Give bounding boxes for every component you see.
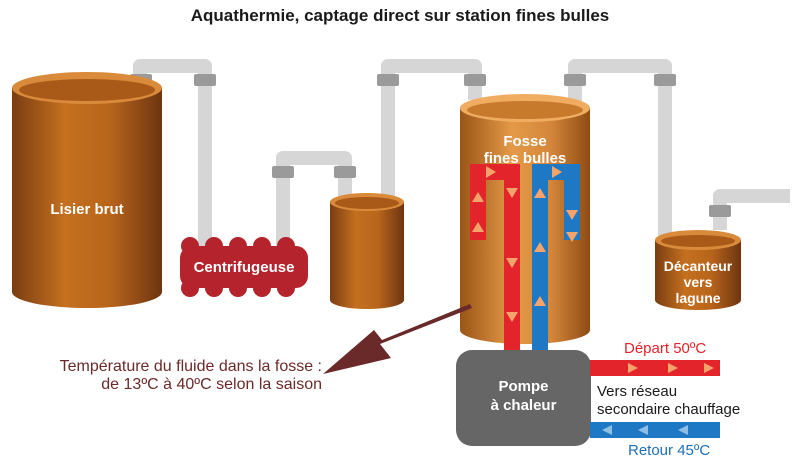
pipe-joint	[464, 74, 486, 86]
label-retour: Retour 45ºC	[628, 442, 711, 459]
label-centrifugeuse: Centrifugeuse	[193, 259, 295, 276]
pipe-centrifuge-to-decanteur1	[276, 151, 352, 248]
label-depart: Départ 50ºC	[624, 340, 707, 357]
pipes	[133, 59, 790, 248]
pipe-fosse-to-decanteur2	[568, 59, 672, 245]
tank-decanteur-lagune	[655, 230, 741, 310]
temperature-note-line1: Température du fluide dans la fosse :	[59, 358, 322, 375]
pipe-outlet	[713, 189, 790, 230]
heat-pump	[456, 350, 591, 446]
tank-decanteur-primaire	[330, 193, 404, 309]
label-pompe-line1: Pompe	[498, 378, 549, 395]
pipe-joint	[334, 166, 356, 178]
label-reseau-line1: Vers réseau	[597, 383, 678, 400]
label-lisier: Lisier brut	[50, 201, 124, 218]
label-decanteur-line3: lagune	[675, 290, 721, 306]
centrifuge	[180, 237, 308, 297]
diagram-title: Aquathermie, captage direct sur station …	[190, 6, 610, 25]
label-decanteur-line2: vers	[683, 274, 713, 290]
pointer-arrow	[323, 304, 472, 374]
label-fosse-line1: Fosse	[503, 133, 547, 150]
label-pompe-line2: à chaleur	[490, 397, 557, 414]
pipe-joint	[272, 166, 294, 178]
pipe-joint	[654, 74, 676, 86]
tank-lisier	[12, 72, 162, 308]
retour-line	[590, 422, 720, 438]
label-decanteur-line1: Décanteur	[663, 258, 733, 274]
label-reseau: Vers réseau secondaire chauffage	[597, 383, 740, 419]
label-fosse-line2: fines bulles	[483, 150, 567, 167]
label-reseau-line2: secondaire chauffage	[597, 401, 741, 418]
pipe-joint	[194, 74, 216, 86]
label-decanteur: Décanteur vers lagune	[652, 258, 744, 306]
flow-arrows	[472, 166, 578, 322]
pipe-joint	[564, 74, 586, 86]
depart-line	[590, 360, 720, 376]
pipe-joint	[709, 205, 731, 217]
temperature-note-line2: de 13ºC à 40ºC selon la saison	[101, 376, 322, 393]
pipe-joint	[377, 74, 399, 86]
pipe-joints	[130, 74, 731, 217]
temperature-note: Température du fluide dans la fosse : de…	[10, 358, 322, 394]
label-fosse: Fosse fines bulles	[460, 133, 590, 167]
label-pompe: Pompe à chaleur	[456, 377, 591, 415]
